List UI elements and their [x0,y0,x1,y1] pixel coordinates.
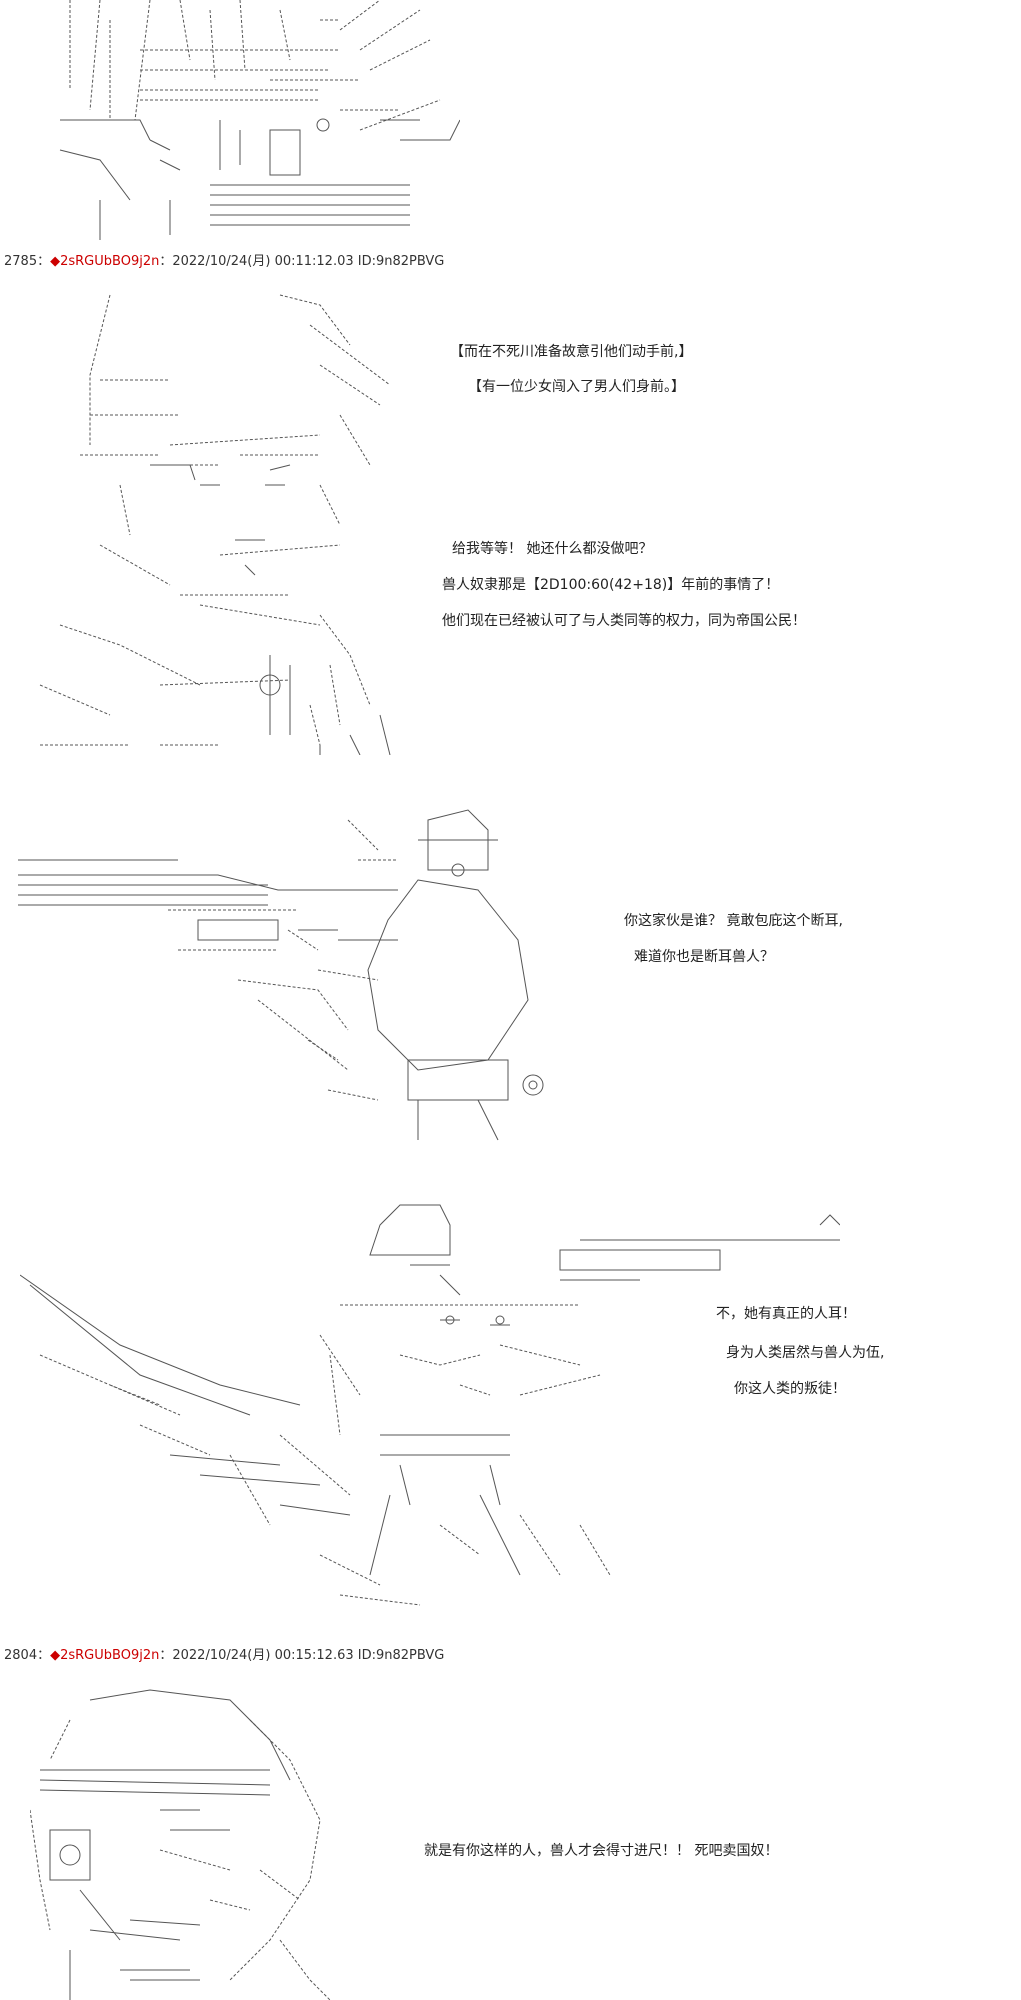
ascii-art-two-soldiers [20,1195,840,1615]
ascii-art-top-soldiers [40,0,460,240]
post-header-2785: 2785：◆2sRGUbBO9j2n：2022/10/24(月) 00:11:1… [4,254,444,270]
ascii-art-soldier-face-svg [30,1689,331,2000]
ascii-art-top-svg [59,0,460,240]
post-separator-2: ： [159,1648,173,1663]
post-separator: ： [37,254,51,269]
ascii-art-two-soldiers-svg [20,1204,840,1606]
ascii-art-soldier-aiming [18,800,558,1150]
trip-diamond-icon: ◆ [50,1648,61,1663]
post-number: 2785 [4,254,38,269]
narration-1: 【而在不死川准备故意引他们动手前,】 [450,344,693,360]
ascii-art-soldier-aiming-svg [18,809,544,1141]
girl-line-1: 给我等等！ 她还什么都没做吧？ [452,541,653,557]
post-trip[interactable]: 2sRGUbBO9j2n [60,1648,160,1663]
ascii-art-soldier-face [30,1680,350,2000]
soldier2-line-1: 不，她有真正的人耳！ [716,1306,856,1322]
soldier2-line-2: 身为人类居然与兽人为伍, [726,1345,885,1361]
soldier3-line-1: 就是有你这样的人，兽人才会得寸进尺！！ 死吧卖国奴！ [424,1843,779,1859]
post-separator-2: ： [159,254,173,269]
post-id: ID:9n82PBVG [357,1648,445,1663]
ascii-art-girl [20,285,420,755]
post-separator: ： [37,1648,51,1663]
post-header-2804: 2804：◆2sRGUbBO9j2n：2022/10/24(月) 00:15:1… [4,1648,444,1664]
post-datetime: 2022/10/24(月) 00:15:12.63 [172,1648,354,1663]
soldier1-line-2: 难道你也是断耳兽人？ [634,949,774,965]
narration-2: 【有一位少女闯入了男人们身前。】 [468,379,685,395]
trip-diamond-icon: ◆ [50,254,61,269]
post-trip[interactable]: 2sRGUbBO9j2n [60,254,160,269]
soldier2-line-3: 你这人类的叛徒！ [734,1381,846,1397]
soldier1-line-1: 你这家伙是谁？ 竟敢包庇这个断耳, [624,913,843,929]
ascii-art-girl-svg [39,294,391,755]
girl-line-2: 兽人奴隶那是【2D100:60(42+18)】年前的事情了！ [442,577,780,593]
post-id: ID:9n82PBVG [357,254,445,269]
post-number: 2804 [4,1648,38,1663]
girl-line-3: 他们现在已经被认可了与人类同等的权力，同为帝国公民！ [442,613,806,629]
post-datetime: 2022/10/24(月) 00:11:12.03 [172,254,354,269]
